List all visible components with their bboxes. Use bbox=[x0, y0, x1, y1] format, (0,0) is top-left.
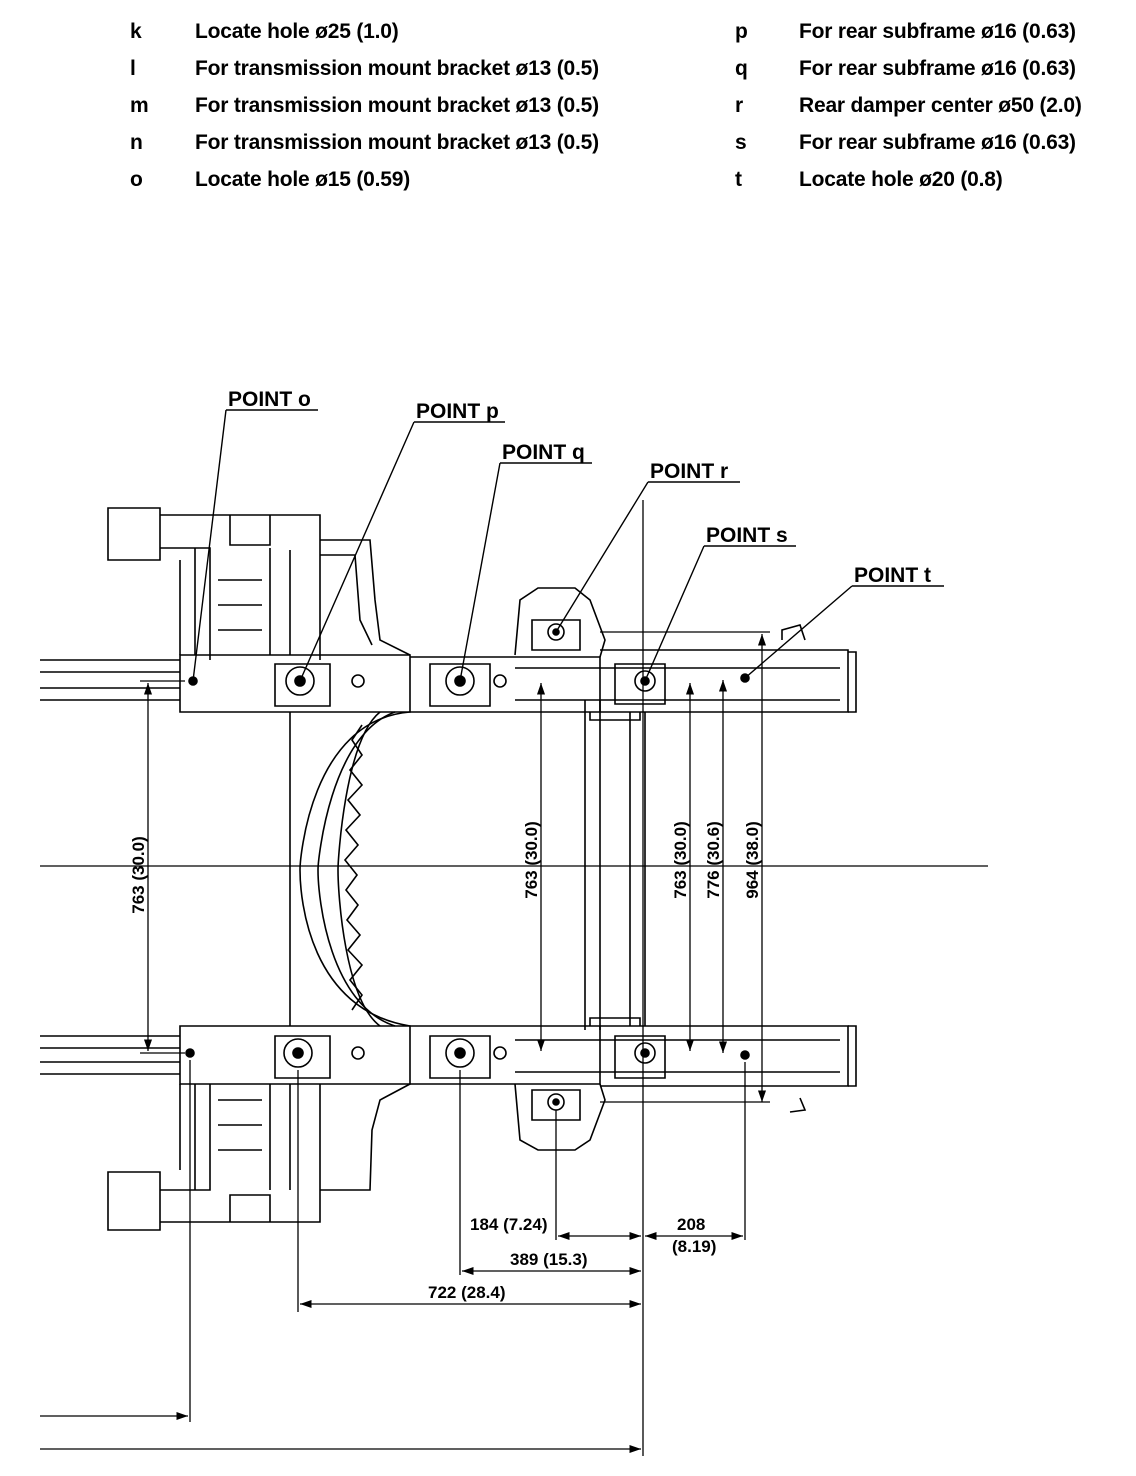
legend-desc: Rear damper center ø50 (2.0) bbox=[799, 94, 1082, 117]
dim-208: 208 bbox=[677, 1215, 705, 1234]
legend-key: p bbox=[735, 20, 748, 43]
dim-208-inch: (8.19) bbox=[672, 1237, 716, 1256]
point-q-label: POINT q bbox=[502, 441, 585, 464]
hole-p-upper bbox=[285, 666, 315, 696]
hole-t-lower bbox=[740, 1050, 750, 1060]
legend-desc: For transmission mount bracket ø13 (0.5) bbox=[195, 131, 599, 154]
frame-outline bbox=[40, 507, 857, 1231]
legend-desc: Locate hole ø20 (0.8) bbox=[799, 168, 1003, 191]
legend-key: s bbox=[735, 131, 747, 154]
legend-desc: For transmission mount bracket ø13 (0.5) bbox=[195, 57, 599, 80]
point-o-label: POINT o bbox=[228, 388, 311, 411]
dim-184: 184 (7.24) bbox=[470, 1215, 548, 1234]
hole-s-upper bbox=[634, 670, 656, 692]
dim-776: 776 (30.6) bbox=[704, 821, 723, 899]
hole-q-lower bbox=[445, 1038, 475, 1068]
legend-key: k bbox=[130, 20, 142, 43]
legend-key: n bbox=[130, 131, 143, 154]
legend-key: o bbox=[130, 168, 143, 191]
hole-r-upper bbox=[547, 623, 565, 641]
hole-p-lower bbox=[283, 1038, 313, 1068]
hole-s-lower bbox=[634, 1042, 656, 1064]
dim-763-left: 763 (30.0) bbox=[129, 836, 148, 914]
dim-964: 964 (38.0) bbox=[743, 821, 762, 899]
hole-q-upper bbox=[445, 666, 475, 696]
vertical-dimensions bbox=[140, 631, 770, 1103]
dim-763-right: 763 (30.0) bbox=[671, 821, 690, 899]
hole-o-lower bbox=[185, 1048, 195, 1058]
dim-763-mid: 763 (30.0) bbox=[522, 821, 541, 899]
legend-key: r bbox=[735, 94, 743, 117]
point-s-label: POINT s bbox=[706, 524, 788, 547]
legend: k Locate hole ø25 (1.0) l For transmissi… bbox=[0, 0, 1136, 210]
legend-key: t bbox=[735, 168, 742, 191]
legend-desc: For rear subframe ø16 (0.63) bbox=[799, 57, 1076, 80]
point-callouts bbox=[192, 409, 944, 682]
point-t-label: POINT t bbox=[854, 564, 931, 587]
legend-key: l bbox=[130, 57, 136, 80]
horizontal-dimensions bbox=[40, 500, 746, 1456]
legend-desc: Locate hole ø25 (1.0) bbox=[195, 20, 399, 43]
legend-desc: For rear subframe ø16 (0.63) bbox=[799, 131, 1076, 154]
legend-key: q bbox=[735, 57, 748, 80]
point-p-label: POINT p bbox=[416, 400, 499, 423]
point-r-label: POINT r bbox=[650, 460, 728, 483]
legend-desc: Locate hole ø15 (0.59) bbox=[195, 168, 411, 191]
legend-desc: For transmission mount bracket ø13 (0.5) bbox=[195, 94, 599, 117]
dim-389: 389 (15.3) bbox=[510, 1250, 588, 1269]
legend-desc: For rear subframe ø16 (0.63) bbox=[799, 20, 1076, 43]
legend-key: m bbox=[130, 94, 149, 117]
dim-722: 722 (28.4) bbox=[428, 1283, 506, 1302]
